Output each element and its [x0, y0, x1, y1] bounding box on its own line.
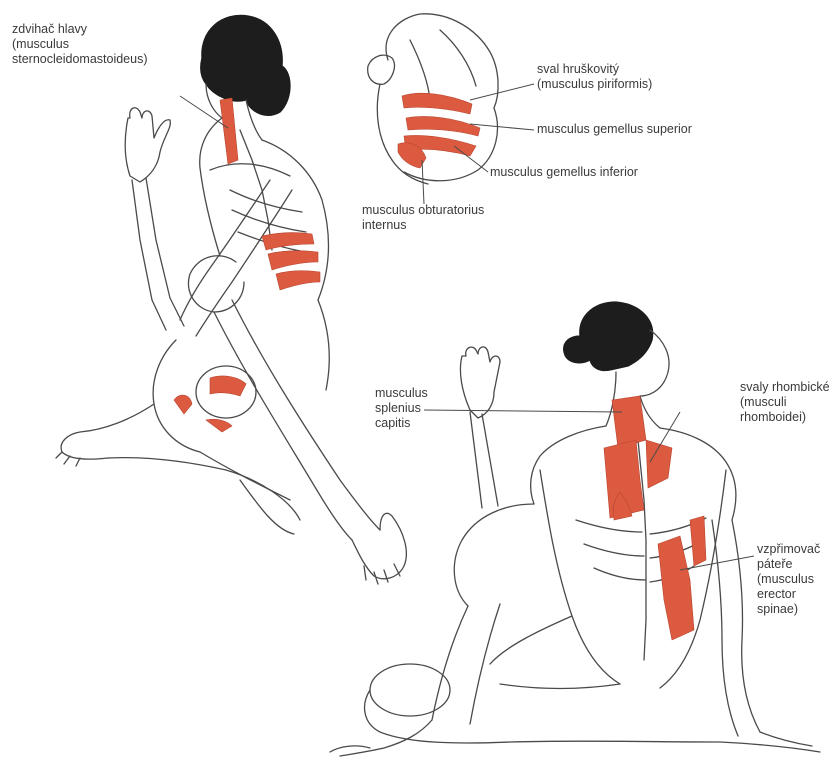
label-obturatorius-internus: musculus obturatorius internus	[362, 203, 484, 233]
muscle-erector-spinae	[658, 536, 694, 640]
muscle-piriformis	[402, 93, 472, 114]
muscle-ribcage-left	[262, 233, 314, 250]
muscle-splenius-capitis	[612, 396, 646, 448]
label-rhomboidei: svaly rhombické (musculi rhomboidei)	[740, 380, 830, 425]
label-gemellus-inferior: musculus gemellus inferior	[490, 165, 638, 180]
label-piriformis: sval hruškovitý (musculus piriformis)	[537, 62, 652, 92]
figure-right-hair	[564, 302, 653, 371]
figure-left-foot	[352, 513, 406, 578]
leader-lines	[180, 84, 754, 570]
figure-right-hand	[460, 347, 500, 418]
figure-right	[330, 302, 820, 756]
label-splenius-capitis: musculus splenius capitis	[375, 386, 428, 431]
label-gemellus-superior: musculus gemellus superior	[537, 122, 692, 137]
muscle-sternocleidomastoid	[220, 98, 238, 164]
muscle-glute-left	[210, 376, 246, 396]
label-sternocleidomastoideus: zdvihač hlavy (musculus sternocleidomast…	[12, 22, 148, 67]
label-erector-spinae: vzpřimovač páteře (musculus erector spin…	[757, 542, 820, 617]
muscle-gemellus-superior	[406, 116, 480, 136]
figure-left-hand	[125, 108, 170, 182]
